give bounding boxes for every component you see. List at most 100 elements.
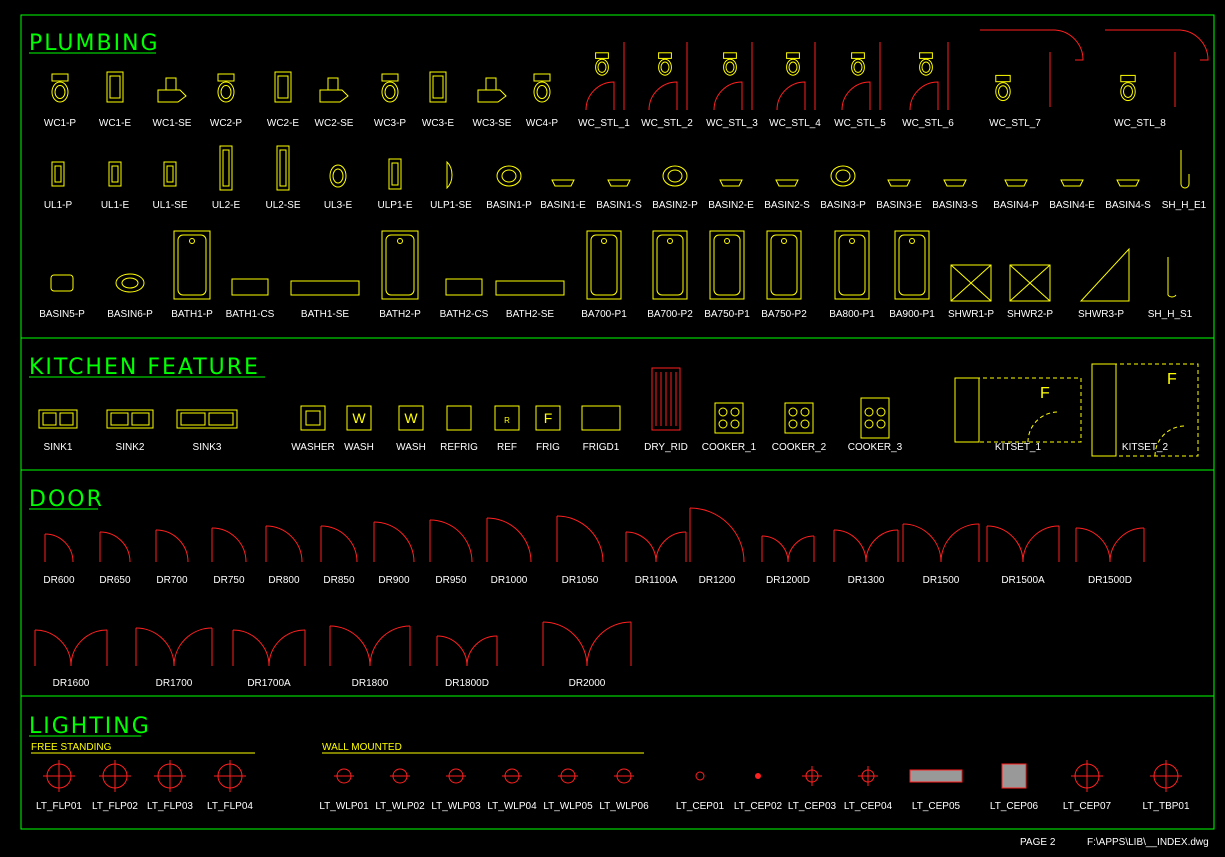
door-dr1000: [486, 517, 532, 563]
fixture-wc_stl_4: [776, 42, 816, 111]
fixture-basin5-p: [50, 274, 74, 292]
label-washer: WASHER: [291, 442, 335, 453]
label-ba750-p1: BA750-P1: [704, 309, 750, 320]
fixture-basin1-s: [607, 179, 631, 187]
fixture-cooker_1-11: [714, 402, 744, 434]
fixture-basin2-p: [662, 165, 688, 187]
door-dr1600: [34, 629, 108, 667]
door-dr1700a: [232, 629, 306, 667]
light-lt_flp03: [154, 760, 186, 792]
label-wc4-p: WC4-P: [526, 118, 559, 129]
label-lt_wlp06: LT_WLP06: [599, 801, 649, 812]
fixture-ul1-e: [108, 161, 122, 187]
door-dr1200d: [761, 535, 815, 563]
sheet-frame: [20, 14, 1215, 830]
label-dr1800d: DR1800D: [445, 678, 489, 689]
label-lt_cep04: LT_CEP04: [844, 801, 893, 812]
label-bath1-p: BATH1-P: [171, 309, 213, 320]
label-wc2-p: WC2-P: [210, 118, 243, 129]
label-cooker_3: COOKER_3: [848, 442, 903, 453]
label-wc3-e: WC3-E: [422, 118, 455, 129]
label-wc_stl_2: WC_STL_2: [641, 118, 693, 129]
label-dr900: DR900: [378, 575, 410, 586]
label-wc_stl_4: WC_STL_4: [769, 118, 821, 129]
label-refrig: REFRIG: [440, 442, 478, 453]
label-dr1000: DR1000: [491, 575, 528, 586]
label-lt_flp02: LT_FLP02: [92, 801, 138, 812]
label-bath1-cs: BATH1-CS: [226, 309, 275, 320]
label-ba750-p2: BA750-P2: [761, 309, 807, 320]
label-basin1-e: BASIN1-E: [540, 200, 586, 211]
fixture-basin4-p: [1004, 179, 1028, 187]
label-dr1200: DR1200: [699, 575, 736, 586]
fixture-frigd1-9: [581, 405, 621, 431]
door-dr1700: [135, 627, 213, 667]
door-dr800: [265, 525, 303, 563]
fixture-kitset_1-14: F: [954, 377, 1082, 443]
label-basin2-s: BASIN2-S: [764, 200, 810, 211]
fixture-ul2-se: [276, 145, 290, 191]
label-ba800-p1: BA800-P1: [829, 309, 875, 320]
fixture-ref-7: R: [494, 405, 520, 431]
fixture-ba750-p2: [766, 230, 802, 300]
fixture-ba750-p1: [709, 230, 745, 300]
door-dr1300: [833, 529, 899, 563]
light-lt_cep07: [1071, 760, 1103, 792]
label-basin5-p: BASIN5-P: [39, 309, 85, 320]
label-lt_flp01: LT_FLP01: [36, 801, 82, 812]
fixture-ul2-e: [219, 145, 233, 191]
label-cooker_2: COOKER_2: [772, 442, 827, 453]
label-dr1300: DR1300: [848, 575, 885, 586]
light-lt_tbp01: [1150, 760, 1182, 792]
label-ulp1-se: ULP1-SE: [430, 200, 472, 211]
door-dr1100a: [625, 531, 687, 563]
footer-path: F:\APPS\LIB\__INDEX.dwg: [1087, 837, 1209, 848]
fixture-bath1-cs: [231, 278, 269, 296]
label-basin3-p: BASIN3-P: [820, 200, 866, 211]
light-lt_cep05: [909, 769, 963, 783]
light-lt_cep04: [858, 766, 878, 786]
label-ba900-p1: BA900-P1: [889, 309, 935, 320]
label-frigd1: FRIGD1: [583, 442, 620, 453]
fixture-ba700-p1: [586, 230, 622, 300]
door-dr1500d: [1075, 527, 1145, 563]
light-lt_wlp02: [390, 768, 410, 784]
fixture-wc3-e: [429, 71, 447, 103]
section-title-plumbing: PLUMBING: [29, 31, 160, 56]
group-label-free-standing: FREE STANDING: [31, 742, 112, 753]
label-ba700-p2: BA700-P2: [647, 309, 693, 320]
fixture-bath2-p: [381, 230, 419, 300]
label-dr1800: DR1800: [352, 678, 389, 689]
label-dr850: DR850: [323, 575, 355, 586]
fixture-washer-3: [300, 405, 326, 431]
fixture-wc_stl_1: [585, 42, 625, 111]
fixture-refrig-6: [446, 405, 472, 431]
label-ref: REF: [497, 442, 517, 453]
fixture-basin6-p: [115, 273, 145, 293]
label-dr1500: DR1500: [923, 575, 960, 586]
label-dr1600: DR1600: [53, 678, 90, 689]
fixture-wc2-p: [217, 73, 235, 103]
label-dr950: DR950: [435, 575, 467, 586]
svg-text:F: F: [1167, 371, 1177, 388]
fixture-frig-8: F: [535, 405, 561, 431]
door-dr2000: [542, 621, 632, 667]
label-dr700: DR700: [156, 575, 188, 586]
label-lt_cep01: LT_CEP01: [676, 801, 725, 812]
label-frig: FRIG: [536, 442, 560, 453]
label-wc2-se: WC2-SE: [315, 118, 354, 129]
label-shwr3-p: SHWR3-P: [1078, 309, 1124, 320]
section-title-lighting: LIGHTING: [29, 714, 151, 739]
label-shwr2-p: SHWR2-P: [1007, 309, 1053, 320]
label-lt_wlp02: LT_WLP02: [375, 801, 425, 812]
fixture-wc3-se: [477, 77, 507, 103]
light-lt_flp02: [99, 760, 131, 792]
door-dr900: [373, 521, 415, 563]
fixture-sink3-2: [176, 409, 238, 429]
label-dr1200d: DR1200D: [766, 575, 810, 586]
fixture-basin3-e: [887, 179, 911, 187]
fixture-sink2-1: [106, 409, 154, 429]
fixture-ul1-p: [51, 161, 65, 187]
label-lt_wlp05: LT_WLP05: [543, 801, 593, 812]
fixture-wc1-se: [157, 77, 187, 103]
